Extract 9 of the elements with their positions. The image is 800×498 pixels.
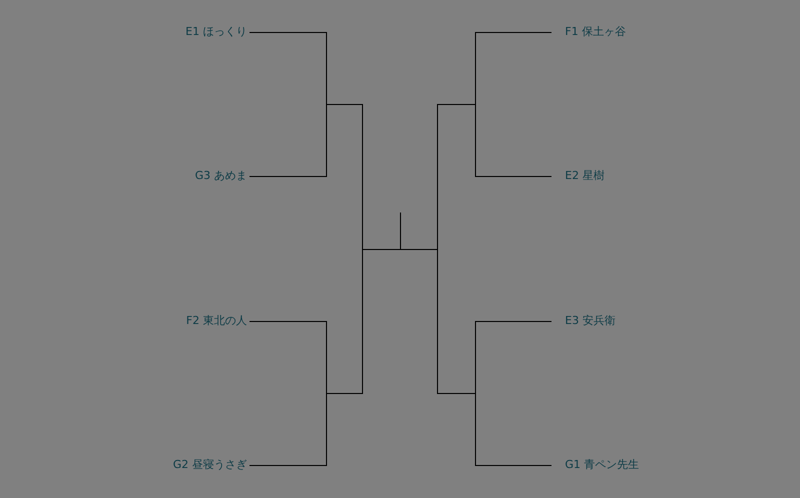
- team-name: F2 東北の人: [186, 314, 247, 328]
- bracket-line: [400, 212, 552, 466]
- team-name: E3 安兵衛: [565, 314, 616, 328]
- team-name: E1 ほっくり: [186, 25, 247, 39]
- team-name: E2 星樹: [565, 169, 604, 183]
- team-name: G3 あめま: [194, 169, 247, 183]
- team-name: G1 青ペン先生: [565, 458, 640, 472]
- team-name: F1 保土ヶ谷: [565, 25, 626, 39]
- team-name: G2 昼寝うさぎ: [172, 458, 247, 472]
